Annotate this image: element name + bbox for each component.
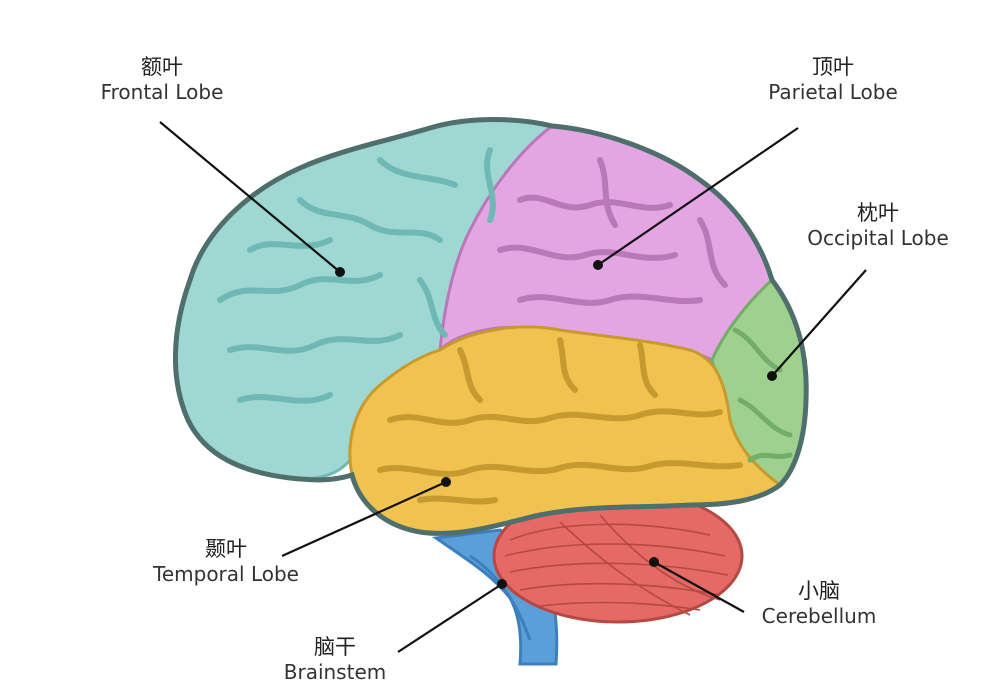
label-cerebellum: 小脑 Cerebellum <box>744 578 894 629</box>
label-occipital-cn: 枕叶 <box>788 200 968 226</box>
dot-frontal <box>335 267 345 277</box>
label-brainstem-en: Brainstem <box>270 660 400 685</box>
label-parietal: 顶叶 Parietal Lobe <box>748 54 918 105</box>
label-occipital: 枕叶 Occipital Lobe <box>788 200 968 251</box>
label-temporal-en: Temporal Lobe <box>136 562 316 587</box>
label-occipital-en: Occipital Lobe <box>788 226 968 251</box>
label-cerebellum-cn: 小脑 <box>744 578 894 604</box>
label-parietal-cn: 顶叶 <box>748 54 918 80</box>
dot-brainstem <box>497 579 507 589</box>
label-cerebellum-en: Cerebellum <box>744 604 894 629</box>
dot-cerebellum <box>649 557 659 567</box>
label-temporal: 颞叶 Temporal Lobe <box>136 536 316 587</box>
dot-occipital <box>767 371 777 381</box>
label-parietal-en: Parietal Lobe <box>748 80 918 105</box>
label-frontal-cn: 额叶 <box>82 54 242 80</box>
label-frontal-en: Frontal Lobe <box>82 80 242 105</box>
label-temporal-cn: 颞叶 <box>136 536 316 562</box>
label-frontal: 额叶 Frontal Lobe <box>82 54 242 105</box>
dot-temporal <box>441 477 451 487</box>
label-brainstem-cn: 脑干 <box>270 634 400 660</box>
label-brainstem: 脑干 Brainstem <box>270 634 400 685</box>
leader-brainstem <box>398 584 502 652</box>
dot-parietal <box>593 260 603 270</box>
